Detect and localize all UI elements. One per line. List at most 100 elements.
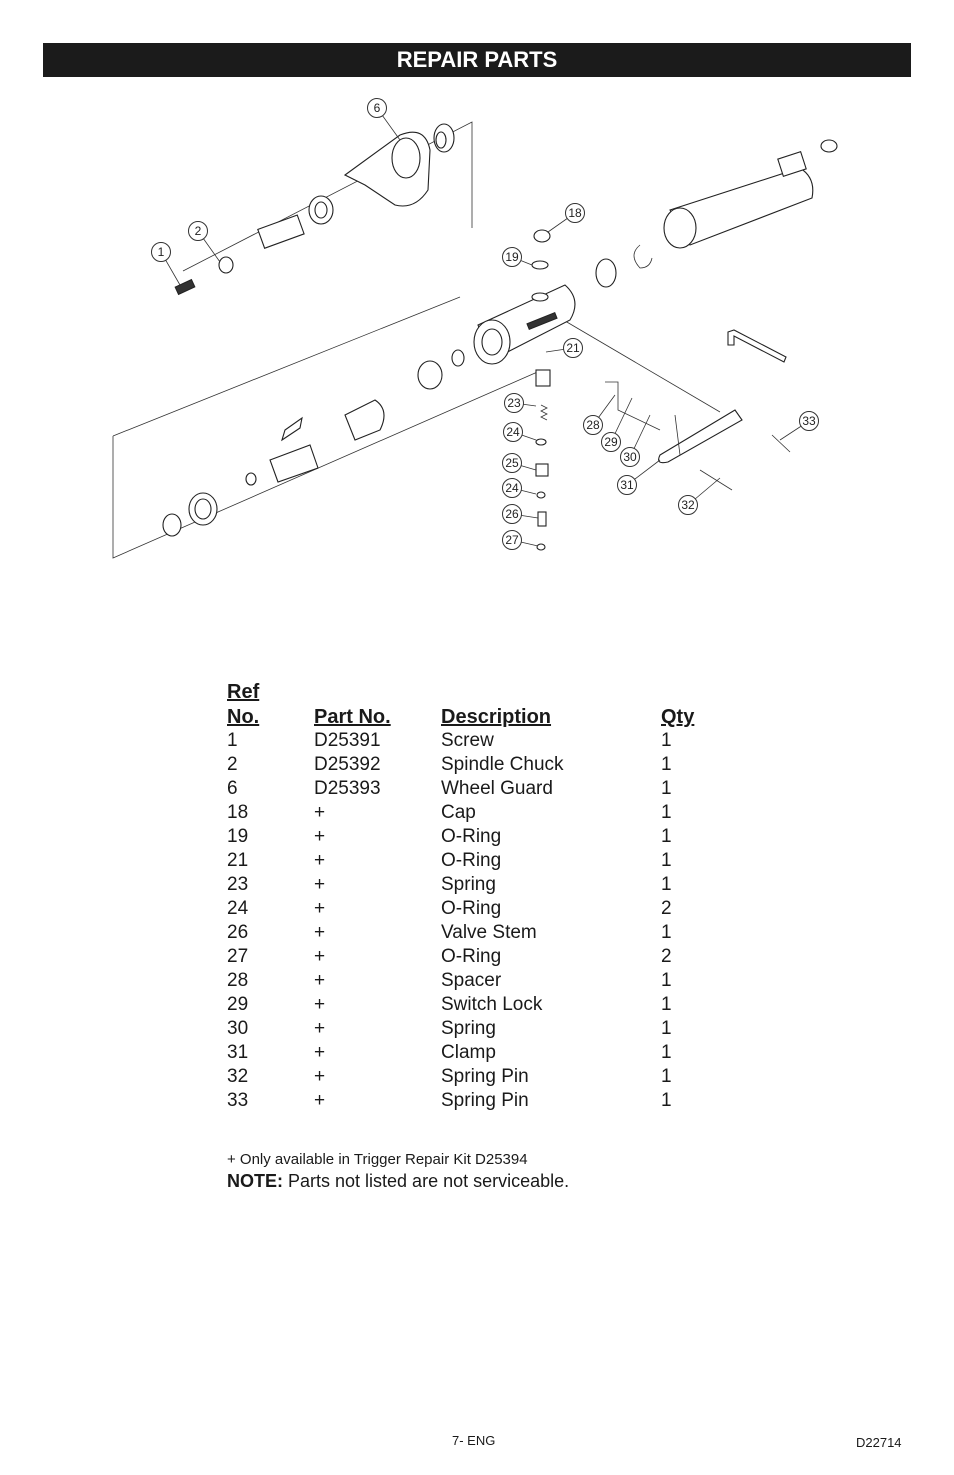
document-number: D22714: [856, 1435, 902, 1450]
part-no-header: Part No.: [314, 706, 391, 728]
callout-label: 31: [620, 478, 634, 492]
callout-30: 30: [620, 447, 640, 467]
table-row: 24 + O-Ring 2: [227, 897, 721, 921]
callout-label: 27: [505, 533, 519, 547]
callout-label: 24: [506, 425, 520, 439]
callout-label: 25: [505, 456, 519, 470]
part-no-cell: +: [314, 922, 326, 943]
description-cell: Clamp: [441, 1042, 496, 1063]
ref-cell: 31: [227, 1042, 249, 1063]
callout-label: 6: [374, 101, 381, 115]
ref-cell: 24: [227, 898, 249, 919]
ref-cell: 30: [227, 1018, 249, 1039]
callout-1: 1: [151, 242, 171, 262]
callout-label: 28: [586, 418, 600, 432]
description-cell: O-Ring: [441, 826, 502, 847]
qty-cell: 2: [661, 898, 672, 919]
qty-cell: 1: [661, 802, 672, 823]
part-no-cell: D25392: [314, 754, 381, 775]
note-text: Parts not listed are not serviceable.: [283, 1171, 570, 1191]
part-no-cell: +: [314, 994, 326, 1015]
qty-cell: 1: [661, 994, 672, 1015]
qty-cell: 1: [661, 1066, 672, 1087]
description-cell: Cap: [441, 802, 476, 823]
part-no-cell: +: [314, 802, 326, 823]
callout-label: 26: [505, 507, 519, 521]
kit-footnote: + Only available in Trigger Repair Kit D…: [227, 1151, 528, 1168]
table-row: 2 D25392 Spindle Chuck 1: [227, 753, 721, 777]
callout-25: 25: [502, 453, 522, 473]
qty-cell: 1: [661, 970, 672, 991]
callout-19: 19: [502, 247, 522, 267]
service-note: NOTE: Parts not listed are not serviceab…: [227, 1171, 569, 1192]
ref-cell: 6: [227, 778, 238, 799]
description-cell: Spindle Chuck: [441, 754, 564, 775]
description-cell: Screw: [441, 730, 494, 751]
description-cell: Spring: [441, 874, 496, 895]
callout-label: 32: [681, 498, 695, 512]
callout-24: 24: [503, 422, 523, 442]
ref-no-header: No.: [227, 706, 260, 728]
description-cell: Valve Stem: [441, 922, 537, 943]
part-no-cell: D25391: [314, 730, 381, 751]
callout-label: 23: [507, 396, 521, 410]
ref-cell: 29: [227, 994, 249, 1015]
ref-cell: 1: [227, 730, 238, 751]
page-number: 7- ENG: [452, 1433, 496, 1448]
callout-label: 24: [505, 481, 519, 495]
description-cell: O-Ring: [441, 898, 502, 919]
qty-cell: 1: [661, 1090, 672, 1111]
ref-cell: 21: [227, 850, 249, 871]
ref-cell: 19: [227, 826, 249, 847]
callout-label: 29: [604, 435, 618, 449]
qty-cell: 1: [661, 922, 672, 943]
callout-32: 32: [678, 495, 698, 515]
table-header-row: No. Part No. Description Qty: [227, 705, 721, 729]
part-no-cell: D25393: [314, 778, 381, 799]
callout-31: 31: [617, 475, 637, 495]
callout-23: 23: [504, 393, 524, 413]
ref-cell: 2: [227, 754, 238, 775]
callout-24: 24: [502, 478, 522, 498]
ref-cell: 28: [227, 970, 249, 991]
part-no-cell: +: [314, 1090, 326, 1111]
page-title: REPAIR PARTS: [43, 43, 911, 77]
part-no-cell: +: [314, 898, 326, 919]
ref-cell: 23: [227, 874, 249, 895]
description-cell: O-Ring: [441, 946, 502, 967]
qty-cell: 1: [661, 874, 672, 895]
callout-33: 33: [799, 411, 819, 431]
callout-6: 6: [367, 98, 387, 118]
table-row: 23 + Spring 1: [227, 873, 721, 897]
callout-label: 19: [505, 250, 519, 264]
description-cell: Wheel Guard: [441, 778, 553, 799]
description-cell: Switch Lock: [441, 994, 543, 1015]
qty-cell: 1: [661, 850, 672, 871]
callout-28: 28: [583, 415, 603, 435]
qty-cell: 2: [661, 946, 672, 967]
part-no-cell: +: [314, 1066, 326, 1087]
description-cell: Spring Pin: [441, 1090, 529, 1111]
callout-2: 2: [188, 221, 208, 241]
qty-cell: 1: [661, 754, 672, 775]
callout-label: 33: [802, 414, 816, 428]
ref-header-line1: Ref: [227, 681, 260, 703]
part-no-cell: +: [314, 946, 326, 967]
part-no-cell: +: [314, 970, 326, 991]
callout-label: 18: [568, 206, 582, 220]
callout-label: 2: [195, 224, 202, 238]
part-no-cell: +: [314, 874, 326, 895]
ref-cell: 32: [227, 1066, 249, 1087]
part-no-cell: +: [314, 1042, 326, 1063]
